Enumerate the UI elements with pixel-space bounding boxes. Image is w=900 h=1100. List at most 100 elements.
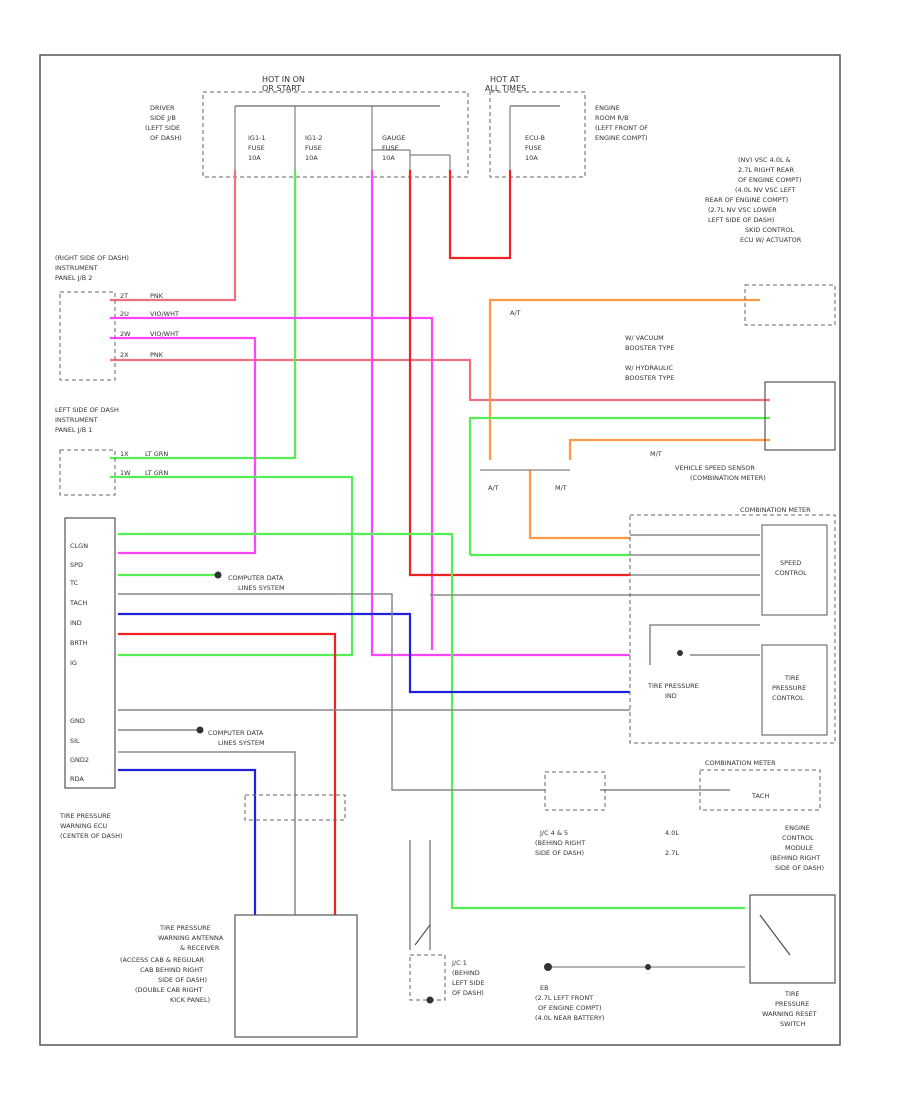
pin-1w: 1W [120, 469, 131, 477]
junction-label-2: SIDE OF DASH) [535, 849, 584, 857]
mt-label-2: M/T [650, 450, 662, 458]
vacuum-booster-label: W/ VACUUM [625, 334, 664, 342]
ecu-pin-brth: BRTH [70, 639, 87, 647]
gray-wires [118, 534, 760, 950]
wire-ltgrn-2 [110, 475, 354, 657]
receiver-dashed [244, 794, 346, 821]
wire-label-ltgrn-1: LT GRN [145, 450, 168, 458]
wire-label-pnk-1: PNK [150, 292, 164, 300]
jc1-label-0: J/C 1 [451, 959, 467, 967]
ecm-label: ENGINE CONTROL MODULE (BEHIND RIGHT SIDE… [770, 824, 824, 872]
vsc-note-4: REAR OF ENGINE COMPT) [705, 196, 788, 204]
connector-pins: 2T 2U 2W 2X 1X 1W PNK VIO/WHT VIO/WHT PN… [120, 292, 179, 477]
ecu-name: TIRE PRESSURE [59, 812, 111, 820]
engine-room-rb-frame [489, 91, 586, 178]
left-jb-connector [59, 449, 116, 496]
vsc-note-8: ECU W/ ACTUATOR [740, 236, 802, 244]
computer-data-label-2: LINES SYSTEM [238, 584, 285, 592]
wire-label-vio-2: VIO/WHT [150, 330, 179, 338]
receiver-label-4: CAB BEHIND RIGHT [140, 966, 203, 974]
ecm-label-4: SIDE OF DASH) [775, 864, 824, 872]
combination-meter-box [629, 514, 836, 744]
driver-side-jb-label-2: SIDE J/B [150, 114, 176, 122]
computer-data-label-4: LINES SYSTEM [218, 739, 265, 747]
ecu-pins: CLGN SPD TC TACH IND BRTH IG GND SIL GND… [69, 542, 89, 783]
wire-label-vio-1: VIO/WHT [150, 310, 179, 318]
ground-dot [544, 963, 552, 971]
reset-switch-box [749, 894, 836, 984]
hydraulic-booster-label: W/ HYDRAULIC [625, 364, 674, 372]
tire-pressure-control-box [761, 644, 828, 736]
tire-pressure-control-label: TIRE [784, 674, 800, 682]
jc1-label: J/C 1 (BEHIND LEFT SIDE OF DASH) [451, 959, 485, 997]
fuse-4-amp: 10A [525, 154, 538, 162]
wire-red-2 [448, 170, 512, 260]
engine-2-7-label: 2.7L [665, 849, 679, 857]
vsc-note-2: OF ENGINE COMPT) [738, 176, 802, 184]
ecu-pin-sil: SIL [70, 737, 80, 745]
ecm-label-0: ENGINE [785, 824, 810, 832]
ecu-pin-gnd2: GND2 [70, 756, 89, 764]
pin-2t: 2T [120, 292, 128, 300]
pin-2x: 2X [120, 351, 129, 359]
jc1-box [409, 954, 446, 1001]
junction-label-1: (BEHIND RIGHT [535, 839, 585, 847]
vsc-note-5: (2.7L NV VSC LOWER [708, 206, 777, 214]
at-label-2: A/T [510, 309, 521, 317]
receiver-label-5: SIDE OF DASH) [158, 976, 207, 984]
engine-4-0-label: 4.0L [665, 829, 679, 837]
fuse-2-amp: 10A [305, 154, 318, 162]
at-label-1: A/T [488, 484, 499, 492]
ecu-pin-tach: TACH [69, 599, 87, 607]
driver-side-jb-frame [202, 91, 469, 178]
receiver-label-7: KICK PANEL) [170, 996, 210, 1004]
wire-blu-2 [118, 768, 257, 915]
wire-vio-1 [110, 316, 434, 650]
wire-wgrn-1 [468, 416, 770, 555]
ecm-label-1: CONTROL [782, 834, 814, 842]
vsc-note-6: LEFT SIDE OF DASH) [708, 216, 774, 224]
junction-4-5 [544, 771, 606, 811]
vsc-note: (NV) VSC 4.0L & 2.7L RIGHT REAR OF ENGIN… [705, 156, 802, 244]
fuse-labels: IG1-1 FUSE 10A IG1-2 FUSE 10A GAUGE FUSE… [248, 134, 545, 162]
junction-label-0: J/C 4 & 5 [539, 829, 568, 837]
speed-control-label: SPEED [780, 559, 801, 567]
ground-label-2: OF ENGINE COMPT) [538, 1004, 602, 1012]
fuse-3-type: FUSE [382, 144, 399, 152]
engine-room-label: ENGINE [595, 104, 620, 112]
reset-switch-label-3: SWITCH [780, 1020, 806, 1028]
tach-label: TACH [751, 792, 769, 800]
fuse-4-name: ECU-B [525, 134, 545, 142]
speed-control-label-2: CONTROL [775, 569, 807, 577]
hydraulic-booster-label-2: BOOSTER TYPE [625, 374, 674, 382]
jc1-label-2: LEFT SIDE [452, 979, 485, 987]
left-jb-label-2: INSTRUMENT [55, 416, 98, 424]
jc1-label-1: (BEHIND [452, 969, 480, 977]
wire-blu-1 [118, 612, 630, 694]
fuse-2-type: FUSE [305, 144, 322, 152]
hot-in-on-label: HOT IN ON [262, 75, 305, 84]
speed-control-box [761, 524, 828, 616]
wire-vio-3 [370, 170, 630, 657]
left-jb-label: LEFT SIDE OF DASH [55, 406, 119, 414]
right-jb-connector [59, 291, 116, 381]
wire-orn-1 [488, 298, 760, 460]
reset-switch-label-1: PRESSURE [775, 1000, 809, 1008]
wire-red-1 [408, 170, 630, 577]
ground-label-3: (4.0L NEAR BATTERY) [535, 1014, 605, 1022]
ecu-pin-clgn: CLGN [70, 542, 88, 550]
pin-2w: 2W [120, 330, 131, 338]
ecu-pin-ig: IG [70, 659, 77, 667]
receiver-label: TIRE PRESSURE WARNING ANTENNA & RECEIVER… [120, 924, 224, 1004]
receiver-label-3: (ACCESS CAB & REGULAR [120, 956, 205, 964]
tire-pressure-control-label-2: PRESSURE [772, 684, 806, 692]
tire-pressure-ind-label: TIRE PRESSURE [647, 682, 699, 690]
vacuum-booster-label-2: BOOSTER TYPE [625, 344, 674, 352]
hot-at-label-2: ALL TIMES [485, 84, 526, 93]
ecu-pin-ind: IND [70, 619, 82, 627]
skid-control-dashed [744, 284, 836, 326]
fuse-1-amp: 10A [248, 154, 261, 162]
receiver-label-0: TIRE PRESSURE [159, 924, 211, 932]
hot-in-on-label-2: OR START [262, 84, 301, 93]
fuse-3-amp: 10A [382, 154, 395, 162]
